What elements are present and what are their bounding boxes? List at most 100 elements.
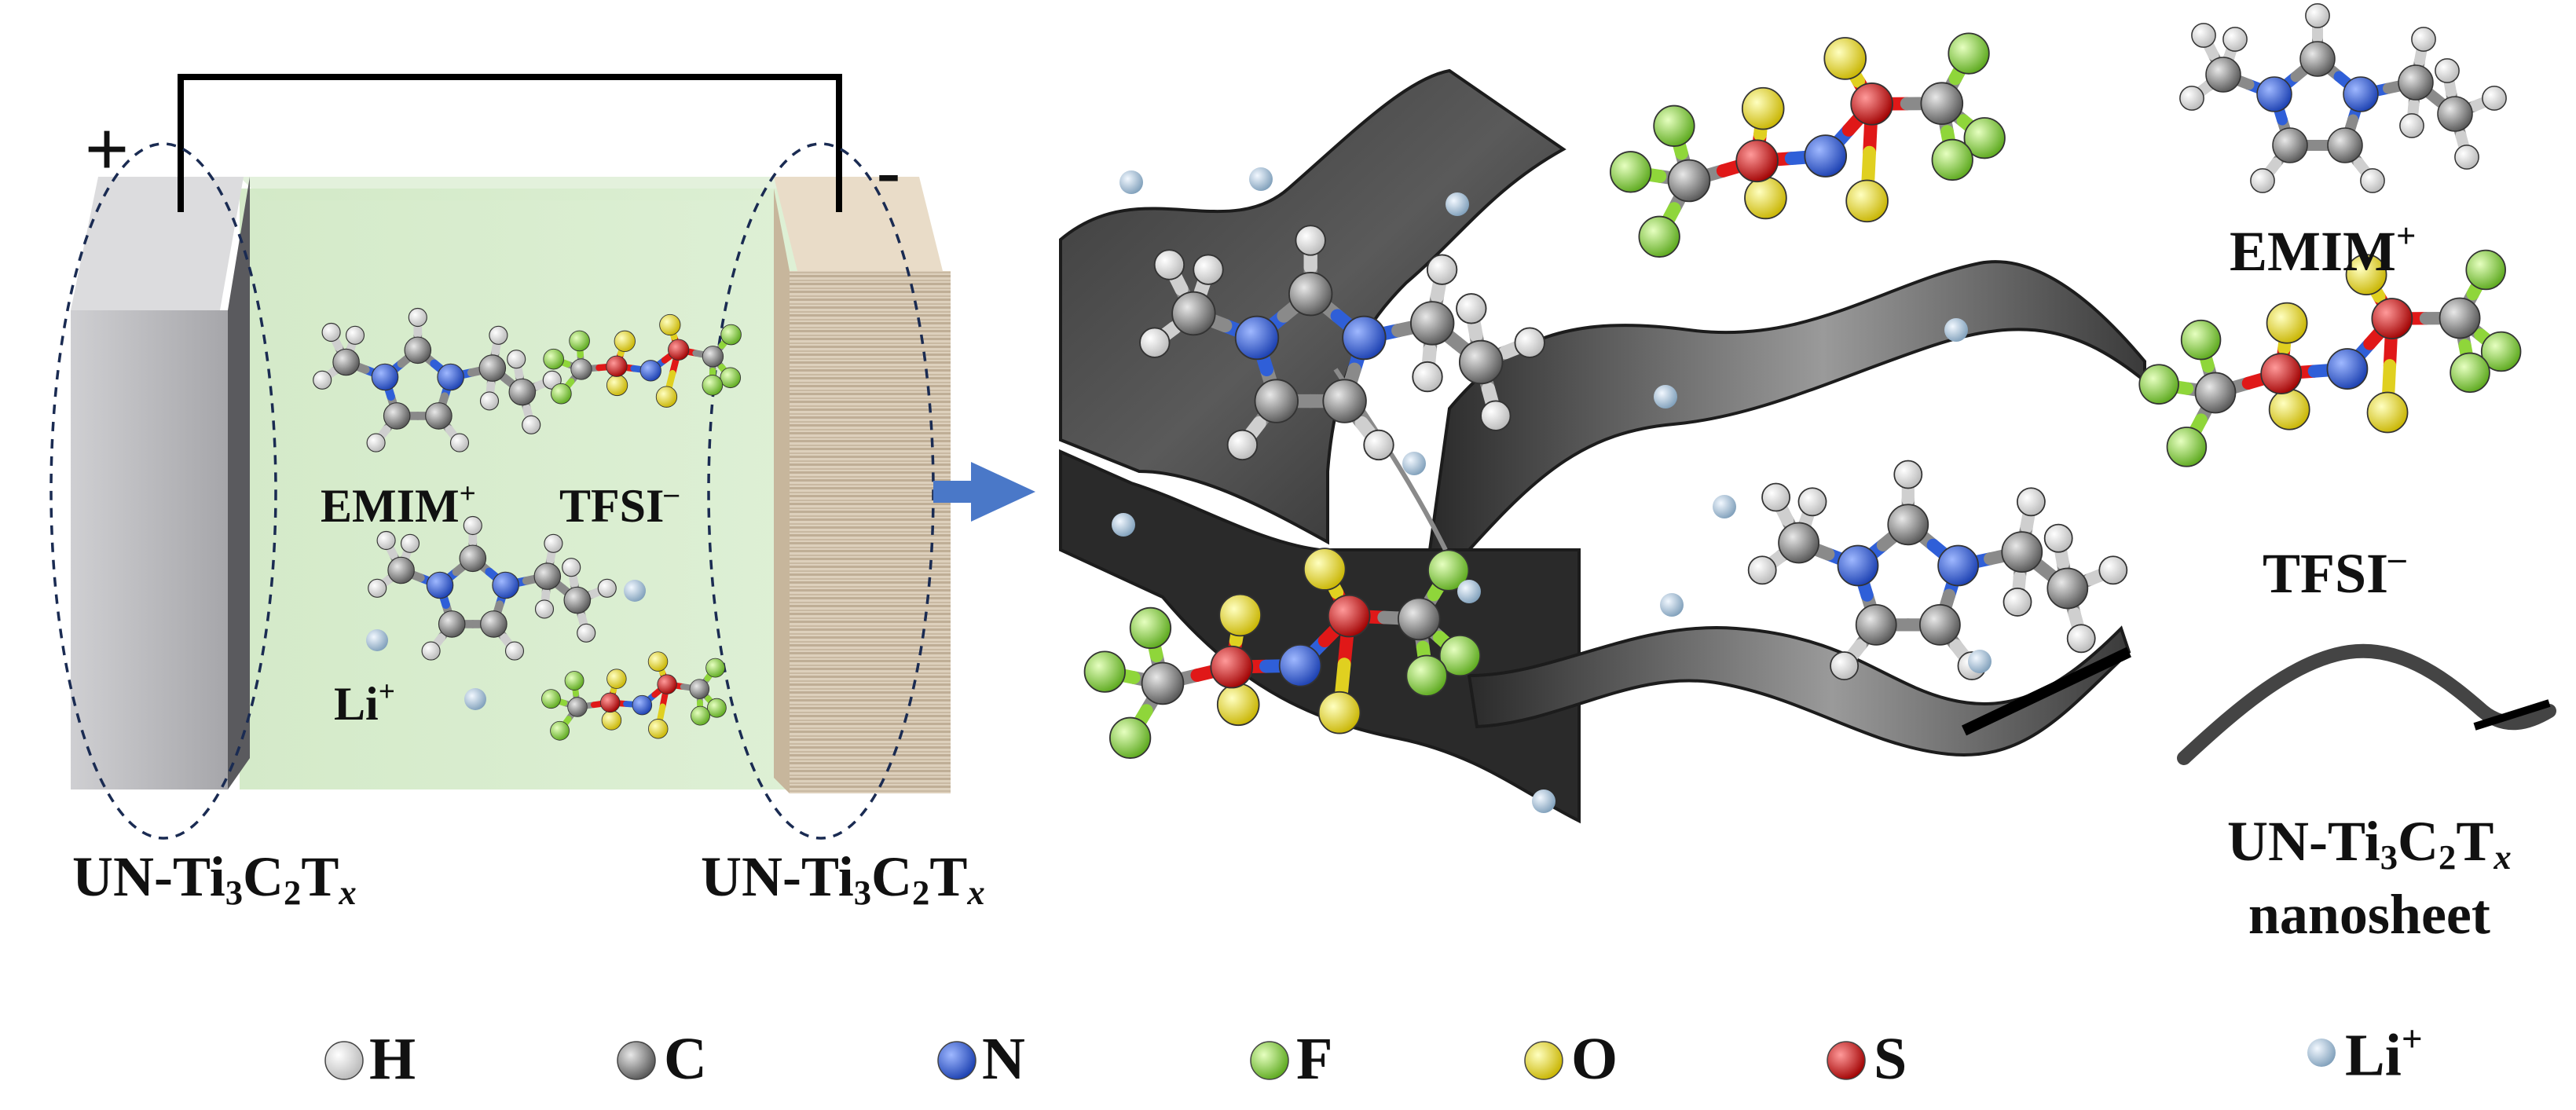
lithium-ion (1944, 318, 1968, 342)
carbon-atom (1667, 159, 1711, 203)
carbon-atom (2001, 531, 2043, 573)
fluorine-atom (2450, 352, 2490, 394)
cell-tfsi-label: TFSI– (559, 478, 679, 533)
fluorine-atom (1610, 151, 1652, 193)
nitrogen-atom (1837, 544, 1879, 587)
intercalated-emim-molecule (1139, 225, 1545, 461)
hydrogen-atom (522, 415, 541, 434)
cell-emim-label: EMIM+ (321, 478, 476, 533)
hydrogen-atom (1193, 254, 1224, 285)
reference-emim-molecule (2179, 3, 2507, 193)
fluorine-atom (1427, 549, 1470, 592)
nitrogen-atom (492, 571, 519, 599)
fluorine-atom (543, 348, 565, 370)
carbon-atom (1920, 82, 1964, 125)
fluorine-atom (1963, 117, 2006, 159)
lithium-ion (1119, 170, 1143, 194)
hydrogen-atom (2222, 27, 2248, 52)
carbon-atom (383, 402, 411, 430)
lithium-ion (1713, 495, 1736, 518)
external-circuit-wire (178, 74, 842, 212)
carbon-atom (404, 336, 432, 365)
sulfur-atom (2260, 353, 2303, 395)
oxygen-atom (614, 330, 636, 352)
hydrogen-atom (1456, 293, 1487, 324)
carbon-atom (1778, 522, 1819, 564)
hydrogen-atom (1295, 225, 1326, 256)
hydrogen-atom (2305, 3, 2330, 28)
oxygen-atom (1317, 691, 1361, 735)
sulfur-atom (1327, 594, 1371, 638)
transition-arrow (933, 462, 1035, 522)
left-electrode-side (228, 177, 250, 789)
fluorine-atom (705, 658, 726, 678)
nanosheet-icon (2177, 643, 2556, 765)
legend-swatch-c (617, 1041, 656, 1080)
nitrogen-atom (2256, 76, 2292, 112)
legend-label-n: N (982, 1026, 1025, 1092)
hydrogen-atom (2043, 523, 2073, 553)
sulfur-atom (606, 355, 628, 377)
carbon-atom (1887, 504, 1929, 546)
oxygen-atom (606, 374, 628, 397)
legend-swatch-h (324, 1041, 364, 1080)
lithium-ion (1532, 789, 1555, 813)
legend-label-h: H (369, 1026, 416, 1092)
reference-tfsi-molecule (2138, 249, 2522, 467)
nitrogen-atom (1804, 134, 1848, 178)
legend-swatch-s (1827, 1041, 1866, 1080)
nanosheet-edge-highlight (1961, 647, 2132, 736)
fluorine-atom (1653, 104, 1695, 147)
fluorine-atom (550, 720, 570, 741)
cell-li-label: Li+ (334, 676, 395, 731)
hydrogen-atom (544, 533, 563, 553)
fluorine-atom (2166, 427, 2208, 467)
negative-terminal-sign: - (876, 130, 901, 214)
right-emim-label: EMIM+ (2230, 216, 2417, 284)
oxygen-atom (1845, 179, 1889, 223)
carbon-atom (563, 586, 592, 614)
carbon-atom (1919, 604, 1961, 646)
nitrogen-atom (437, 363, 464, 391)
legend-label-li: Li+ (2345, 1019, 2423, 1089)
legend-swatch-f (1250, 1041, 1289, 1080)
fluorine-atom (551, 383, 572, 405)
cell-emim-molecule (368, 515, 617, 661)
sulfur-atom (599, 692, 621, 713)
fluorine-atom (1948, 32, 1990, 75)
lithium-ion (624, 580, 646, 602)
hydrogen-atom (1514, 327, 1545, 358)
legend-label-s: S (1874, 1026, 1907, 1092)
oxygen-atom (601, 710, 622, 731)
carbon-atom (1322, 379, 1367, 423)
legend-label-o: O (1571, 1026, 1618, 1092)
carbon-atom (2439, 297, 2481, 339)
right-tfsi-label: TFSI– (2263, 538, 2406, 606)
hydrogen-atom (1893, 460, 1923, 489)
nitrogen-atom (371, 363, 399, 391)
hydrogen-atom (2399, 113, 2424, 138)
oxygen-atom (655, 386, 678, 408)
intercalated-emim-molecule (1747, 460, 2128, 681)
hydrogen-atom (2098, 555, 2128, 585)
nitrogen-atom (2343, 76, 2379, 112)
fluorine-atom (1129, 606, 1172, 650)
oxygen-atom (2366, 391, 2409, 434)
carbon-atom (2327, 127, 2363, 163)
carbon-atom (1171, 291, 1216, 336)
fluorine-atom (1438, 634, 1482, 677)
oxygen-atom (606, 669, 627, 689)
legend-swatch-n (937, 1041, 977, 1080)
carbon-atom (438, 610, 466, 638)
hydrogen-atom (1761, 482, 1791, 512)
oxygen-atom (648, 718, 669, 739)
legend-swatch-o (1524, 1041, 1563, 1080)
carbon-atom (533, 562, 562, 590)
hydrogen-atom (313, 370, 332, 390)
nitrogen-atom (1937, 544, 1979, 587)
nitrogen-atom (1234, 315, 1280, 361)
hydrogen-atom (421, 641, 441, 661)
hydrogen-atom (400, 533, 420, 553)
hydrogen-atom (534, 599, 555, 619)
